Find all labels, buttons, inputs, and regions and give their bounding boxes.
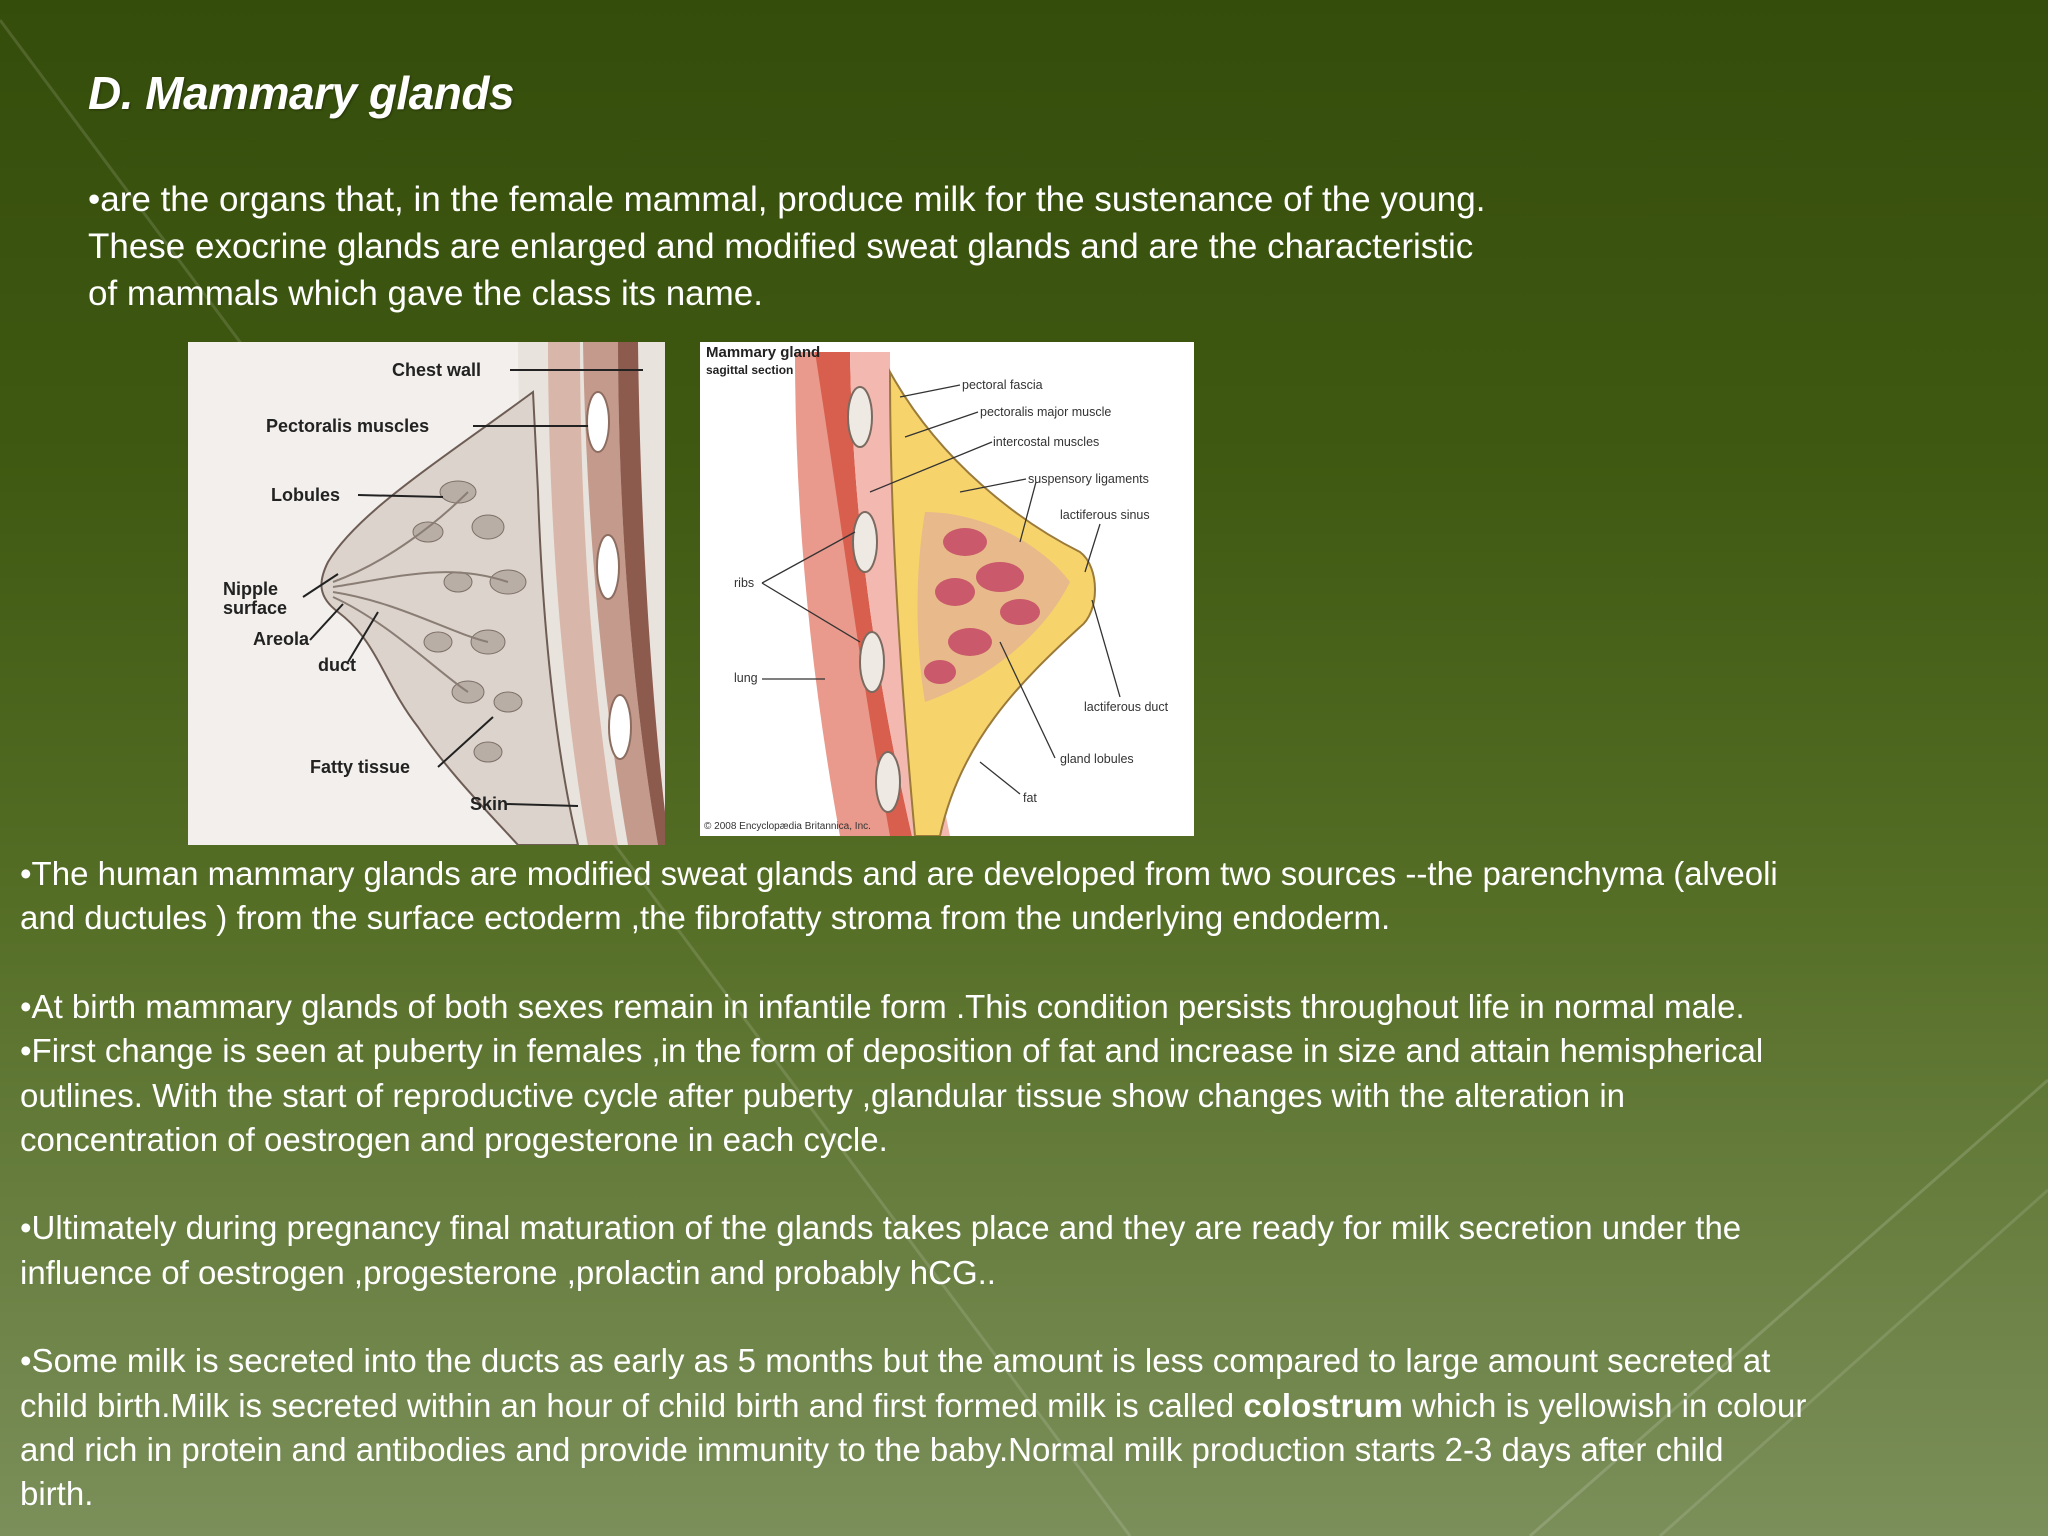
label-gland-lobules: gland lobules [1060, 752, 1134, 766]
colostrum-term: colostrum [1243, 1386, 1403, 1424]
paragraph-puberty: •At birth mammary glands of both sexes r… [20, 985, 2030, 1163]
label-skin: Skin [470, 794, 508, 814]
figure2-credit: © 2008 Encyclopædia Britannica, Inc. [704, 821, 871, 832]
text-line: •Some milk is secreted into the ducts as… [20, 1342, 1771, 1380]
intro-line: •are the organs that, in the female mamm… [88, 180, 1486, 219]
breast-anatomy-diagram: Chest wall Pectoralis muscles Lobules Ni… [188, 342, 665, 845]
text-line: •The human mammary glands are modified s… [20, 855, 1778, 892]
text-line: child birth.Milk is secreted within an h… [20, 1384, 2030, 1428]
sagittal-section-diagram: Mammary gland sagittal section pectoral … [700, 342, 1194, 836]
label-pectoralis: Pectoralis muscles [266, 416, 429, 436]
text-line: birth. [20, 1475, 94, 1513]
paragraph-pregnancy: •Ultimately during pregnancy final matur… [20, 1206, 2030, 1295]
intro-text: •are the organs that, in the female mamm… [88, 176, 1808, 317]
breast-anatomy-illustration: Chest wall Pectoralis muscles Lobules Ni… [223, 342, 665, 845]
label-fatty-tissue: Fatty tissue [310, 757, 410, 777]
text-line: •At birth mammary glands of both sexes r… [20, 987, 1745, 1025]
sagittal-section-illustration: Mammary gland sagittal section pectoral … [704, 344, 1169, 836]
figure2-title: Mammary gland [706, 344, 820, 361]
label-intercostal: intercostal muscles [993, 435, 1099, 449]
label-pectoral-fascia: pectoral fascia [962, 378, 1043, 392]
label-lactiferous-duct: lactiferous duct [1084, 700, 1169, 714]
label-areola: Areola [253, 629, 310, 649]
intro-line: These exocrine glands are enlarged and m… [88, 227, 1474, 266]
paragraph-colostrum: •Some milk is secreted into the ducts as… [20, 1339, 2030, 1517]
label-lobules: Lobules [271, 485, 340, 505]
label-duct: duct [318, 655, 356, 675]
text-line: outlines. With the start of reproductive… [20, 1076, 1626, 1114]
figure2-subtitle: sagittal section [706, 363, 793, 377]
label-pectoralis-major: pectoralis major muscle [980, 405, 1111, 419]
paragraph-development: •The human mammary glands are modified s… [20, 852, 2030, 941]
text-line: and ductules ) from the surface ectoderm… [20, 899, 1391, 937]
text-run: child birth.Milk is secreted within an h… [20, 1386, 1244, 1424]
body-text: •The human mammary glands are modified s… [20, 852, 2030, 1517]
slide-title: D. Mammary glands [88, 67, 515, 119]
text-line: •First change is seen at puberty in fema… [20, 1032, 1764, 1070]
label-ribs: ribs [734, 576, 754, 590]
label-lactiferous-sinus: lactiferous sinus [1060, 508, 1150, 522]
label-suspensory: suspensory ligaments [1028, 472, 1149, 486]
label-lung: lung [734, 671, 758, 685]
text-line: concentration of oestrogen and progester… [20, 1121, 888, 1159]
text-line: and rich in protein and antibodies and p… [20, 1431, 1724, 1469]
label-nipple: Nipple [223, 579, 278, 599]
label-fat: fat [1023, 791, 1037, 805]
intro-line: of mammals which gave the class its name… [88, 274, 763, 313]
text-line: •Ultimately during pregnancy final matur… [20, 1209, 1742, 1247]
text-line: influence of oestrogen ,progesterone ,pr… [20, 1253, 996, 1291]
text-run: which is yellowish in colour [1402, 1386, 1807, 1424]
label-chest-wall: Chest wall [392, 360, 481, 380]
label-nipple-surface: surface [223, 598, 287, 618]
